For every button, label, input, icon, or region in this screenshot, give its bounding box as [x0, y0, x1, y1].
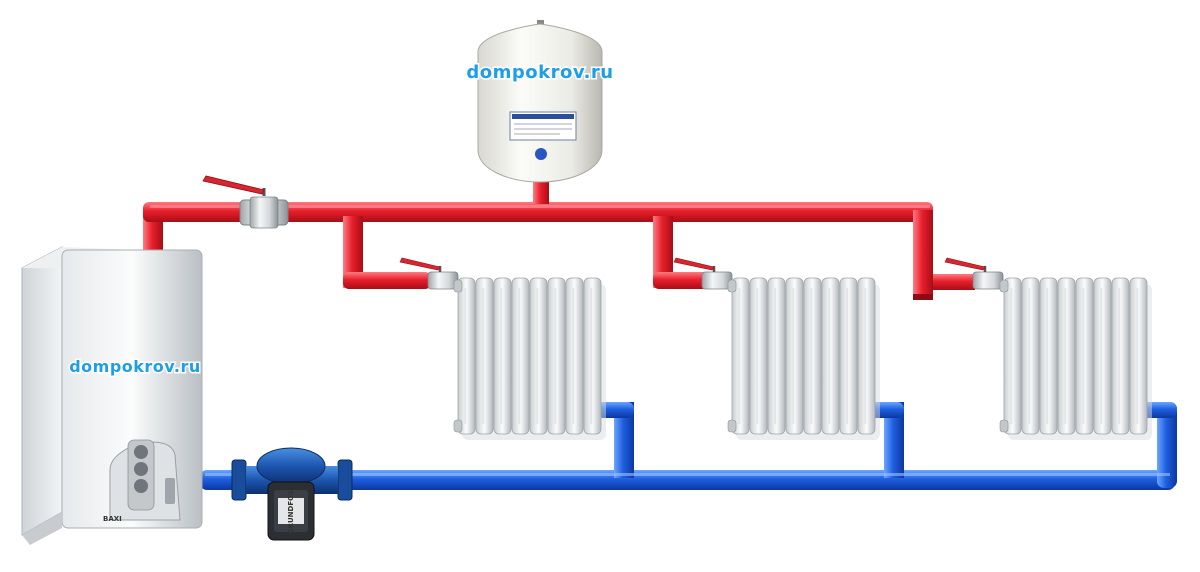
supply-branch-1-drop — [343, 216, 363, 288]
valve-handle[interactable] — [673, 257, 715, 271]
radiator-fin — [565, 277, 584, 435]
radiator-fin — [1111, 277, 1130, 435]
supply-branch-3-drop — [913, 210, 933, 298]
radiator-fin — [803, 277, 822, 435]
radiator-fin — [785, 277, 804, 435]
supply-branch-2-run — [653, 272, 708, 289]
radiator-fin — [1093, 277, 1112, 435]
pump-volute — [256, 447, 326, 485]
radiator-fin — [1003, 277, 1022, 435]
supply-branch-3-run — [933, 274, 975, 290]
radiator-fin — [839, 277, 858, 435]
radiator-fin — [1057, 277, 1076, 435]
radiator-fin — [457, 277, 476, 435]
tank-watermark: dompokrov.ru — [466, 62, 613, 83]
tank-badge — [535, 148, 547, 160]
radiator-fin — [511, 277, 530, 435]
radiator-valve-3[interactable] — [944, 257, 1004, 290]
boiler-brand: BAXI — [103, 515, 122, 523]
boiler-watermark: dompokrov.ru — [69, 357, 201, 376]
radiator-3 — [999, 277, 1152, 440]
circulation-pump: GRUNDFOS — [231, 447, 353, 541]
return-riser-3 — [1157, 402, 1177, 488]
radiator-valve-1[interactable] — [399, 257, 459, 290]
valve-handle[interactable] — [399, 257, 441, 271]
radiator-fin — [1129, 277, 1148, 435]
radiator-fin — [493, 277, 512, 435]
valve-handle[interactable] — [944, 257, 986, 271]
pump-label — [278, 498, 304, 524]
radiator-1 — [453, 277, 606, 440]
radiator-fin — [475, 277, 494, 435]
radiator-fin — [583, 277, 602, 435]
radiator-fin — [749, 277, 768, 435]
supply-branch-1-run — [343, 272, 431, 289]
supply-pipes — [143, 176, 975, 300]
radiator-fin — [731, 277, 750, 435]
tank-stub — [533, 176, 549, 204]
radiator-fin — [1039, 277, 1058, 435]
radiator-fin — [857, 277, 876, 435]
gas-boiler: BAXI dompokrov.ru — [21, 246, 203, 545]
boiler-side-panel — [21, 246, 63, 536]
pump-flange-right — [337, 459, 353, 501]
valve-handle[interactable] — [202, 175, 265, 195]
radiator-fin — [767, 277, 786, 435]
radiator-fin — [1075, 277, 1094, 435]
supply-branch-2-drop — [653, 216, 673, 288]
boiler-knob-3[interactable] — [134, 479, 148, 493]
boiler-knob-1[interactable] — [134, 445, 148, 459]
boiler-knob-2[interactable] — [134, 462, 148, 476]
pump-flange-left — [231, 459, 247, 501]
supply-branch-3-open-end — [913, 294, 933, 300]
main-ball-valve[interactable] — [202, 175, 289, 229]
radiator-valve-2[interactable] — [673, 257, 733, 290]
radiator-fin — [547, 277, 566, 435]
radiator-2 — [727, 277, 880, 440]
pump-brand: GRUNDFOS — [287, 490, 295, 534]
radiator-fin — [821, 277, 840, 435]
return-riser-2 — [884, 402, 904, 478]
radiator-fin — [1021, 277, 1040, 435]
radiator-fin — [529, 277, 548, 435]
expansion-tank: dompokrov.ru — [465, 20, 615, 183]
tank-body — [477, 23, 603, 183]
return-riser-1 — [614, 402, 634, 478]
